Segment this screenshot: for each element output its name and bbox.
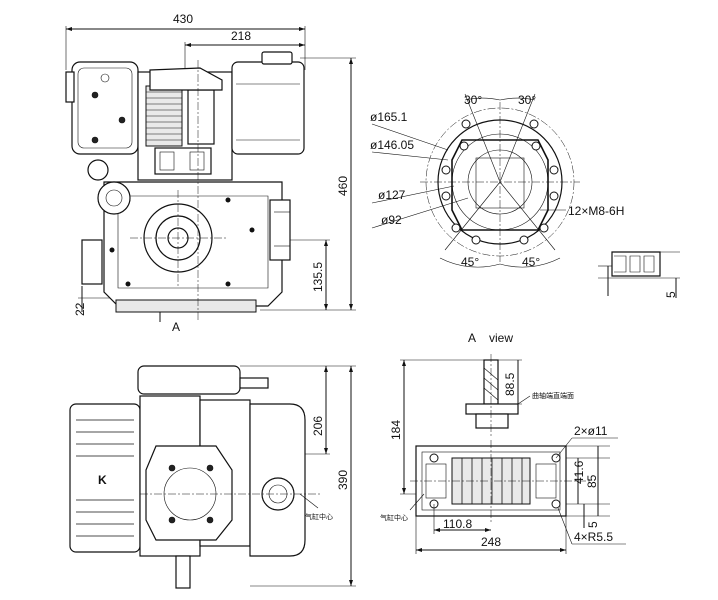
dim-height-460: 460 [336, 176, 350, 196]
diameter-165-1: ø165.1 [370, 110, 408, 124]
thread-spec: 12×M8-6H [568, 204, 624, 218]
dim-88-5: 88.5 [503, 372, 517, 396]
dim-base-22: 22 [73, 302, 87, 316]
a-view-cylinder-center-note: 气缸中心 [380, 513, 408, 522]
dim-110-8: 110.8 [443, 517, 472, 531]
dim-390: 390 [336, 470, 350, 490]
a-view-title-suffix: view [489, 331, 513, 345]
a-view-title: A [468, 331, 476, 345]
angle-bottom-right: 45° [522, 255, 540, 269]
dim-41-6: 41.6 [572, 460, 586, 484]
dim-shaft-height-135-5: 135.5 [311, 262, 325, 292]
dim-half-width-218: 218 [231, 29, 251, 43]
diameter-146-05: ø146.05 [370, 138, 414, 152]
k-logo-mark: K [98, 473, 107, 487]
plan-cylinder-center-note: 气缸中心 [305, 512, 333, 521]
angle-top-right: 30° [518, 93, 536, 107]
dim-width-430: 430 [173, 12, 193, 26]
dim-184: 184 [389, 420, 403, 440]
dim-5: 5 [586, 521, 600, 528]
plan-view: 206 390 K 气缸中心 [69, 365, 356, 589]
hole-count-label: 2×ø11 [574, 424, 608, 438]
dim-248: 248 [481, 535, 501, 549]
dim-206: 206 [311, 416, 325, 436]
diameter-92: ø92 [381, 213, 402, 227]
section-marker-a: A [172, 320, 180, 334]
flange-view: 30° 30° 45° 45° ø165.1 ø146.05 ø127 ø92 … [370, 93, 680, 298]
dim-85: 85 [585, 474, 599, 488]
angle-top-left: 30° [464, 93, 482, 107]
shaft-end-note: 曲轴端直端面 [532, 391, 574, 400]
diameter-127: ø127 [378, 188, 406, 202]
a-view: A view 88.5 曲轴端直端面 184 [380, 331, 626, 554]
radius-label: 4×R5.5 [574, 530, 613, 544]
angle-bottom-left: 45° [461, 255, 479, 269]
detail-dim-5: 5 [664, 291, 678, 298]
front-view: 430 218 460 135.5 22 [65, 12, 356, 334]
